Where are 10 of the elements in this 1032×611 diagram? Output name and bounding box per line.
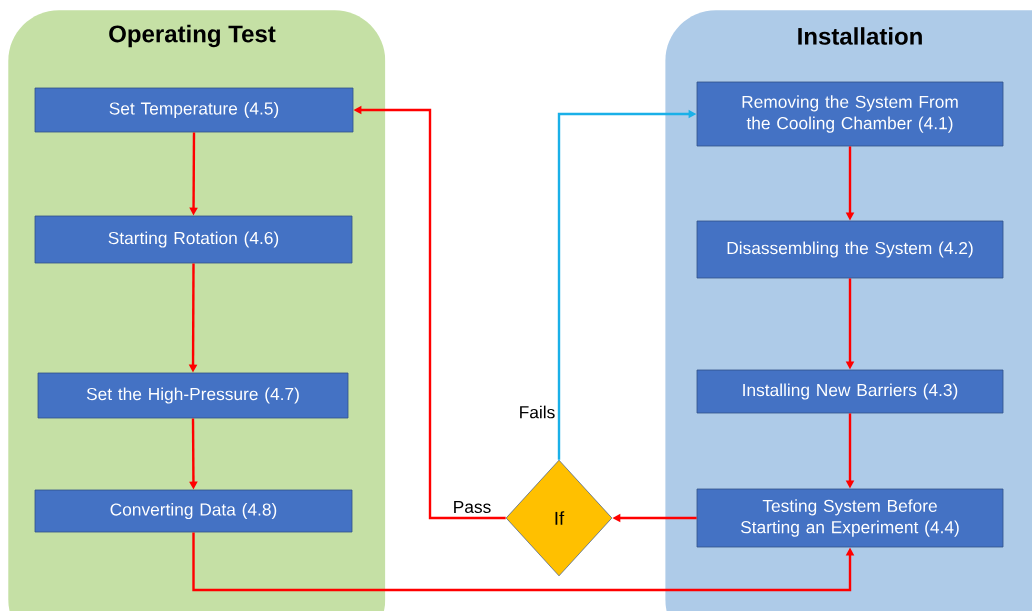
process-box: Set Temperature (4.5) <box>34 87 354 133</box>
edge-label: Fails <box>517 404 557 420</box>
edge-label: Pass <box>451 499 493 515</box>
process-box: Starting Rotation (4.6) <box>34 215 353 264</box>
process-box: Removing the System From the Cooling Chamber (4.1) <box>696 81 1004 147</box>
process-box: Converting Data (4.8) <box>34 489 353 533</box>
process-box: Set the High-Pressure (4.7) <box>37 372 349 419</box>
process-box: Testing System Before Starting an Experiment (4.4) <box>696 488 1004 548</box>
process-box: Installing New Barriers (4.3) <box>696 369 1004 414</box>
process-box: Disassembling the System (4.2) <box>696 220 1004 279</box>
